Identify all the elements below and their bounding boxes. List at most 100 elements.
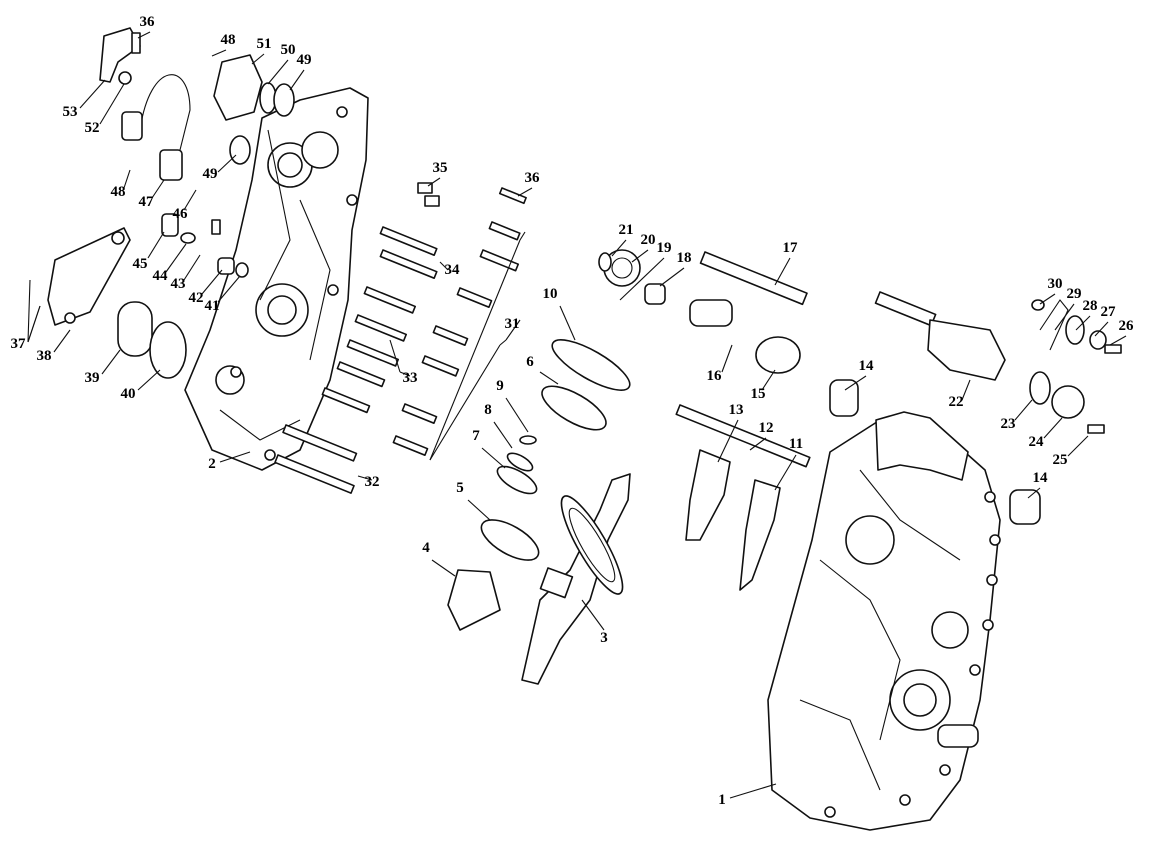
leader-line-c36a <box>517 187 533 197</box>
leader-line-c37 <box>27 279 31 343</box>
leader-line-c31 <box>499 339 507 346</box>
callout-label-c36b: 36 <box>140 14 156 30</box>
callout-label-c1: 1 <box>718 792 726 808</box>
leader-line-c47 <box>151 179 165 199</box>
sensor-and-bracket-parts <box>47 27 295 379</box>
leader-line-c7 <box>481 447 506 469</box>
leader-line-c38 <box>53 329 71 353</box>
leader-line-c1 <box>729 783 777 799</box>
callout-label-c4: 4 <box>422 540 430 556</box>
callout-label-c28: 28 <box>1083 298 1098 314</box>
callout-label-c2: 2 <box>208 456 216 472</box>
leader-line-c15 <box>761 369 776 391</box>
leader-line-c49a <box>217 154 237 173</box>
leader-line-c31 <box>505 319 521 341</box>
leader-line-c34 <box>439 261 449 271</box>
callout-label-c13: 13 <box>729 402 744 418</box>
callout-label-c30: 30 <box>1048 276 1063 292</box>
callout-label-c10: 10 <box>543 286 558 302</box>
callout-label-c22: 22 <box>949 394 964 410</box>
callout-label-c46: 46 <box>173 206 189 222</box>
shift-forks-assembly <box>598 249 1041 591</box>
leader-line-c51 <box>251 53 265 65</box>
callout-label-c35: 35 <box>433 160 448 176</box>
callout-label-c23: 23 <box>1001 416 1016 432</box>
leader-line-c24 <box>1043 417 1063 439</box>
leader-line-c12 <box>749 437 767 451</box>
leader-line-c52 <box>99 83 125 125</box>
center-shaft-assembly <box>447 339 631 685</box>
callout-label-c36a: 36 <box>525 170 541 186</box>
callout-label-c53: 53 <box>63 104 78 120</box>
callout-label-c44: 44 <box>153 268 169 284</box>
callout-label-c38: 38 <box>37 348 52 364</box>
callout-labels: 1234567891011121314141516171819202122232… <box>11 14 1135 808</box>
callout-label-c5: 5 <box>456 480 464 496</box>
leader-line-c8 <box>493 421 513 449</box>
leader-line-c5 <box>467 499 491 521</box>
callout-label-c43: 43 <box>171 276 186 292</box>
callout-label-c9: 9 <box>496 378 504 394</box>
callout-label-c8: 8 <box>484 402 492 418</box>
leader-line-c35 <box>427 177 441 187</box>
callout-label-c49a: 49 <box>203 166 218 182</box>
callout-label-c15: 15 <box>751 386 766 402</box>
leader-line-c3 <box>581 599 605 631</box>
leader-line-c32 <box>357 475 373 481</box>
callout-label-c39: 39 <box>85 370 100 386</box>
callout-label-c52: 52 <box>85 120 100 136</box>
leader-line-c45 <box>147 231 165 259</box>
leader-line-c50 <box>267 59 289 85</box>
leader-line-c33 <box>389 339 401 373</box>
leader-line-c26 <box>1109 335 1127 346</box>
shift-drum-and-lever-parts <box>874 291 1122 434</box>
callout-label-c21: 21 <box>619 222 634 238</box>
callout-label-c3: 3 <box>600 630 608 646</box>
leader-line-c21 <box>611 239 627 257</box>
callout-label-c49b: 49 <box>297 52 312 68</box>
callout-label-c7: 7 <box>472 428 480 444</box>
callout-label-c37: 37 <box>11 336 27 352</box>
leader-line-c17 <box>774 257 791 286</box>
callout-label-c6: 6 <box>526 354 534 370</box>
leader-line-c9 <box>505 397 529 433</box>
callout-label-c14b: 14 <box>1033 470 1049 486</box>
leader-line-c19 <box>619 257 665 301</box>
leader-line-c28 <box>1075 315 1091 331</box>
callout-label-c29: 29 <box>1067 286 1082 302</box>
leader-line-c30 <box>1039 293 1056 305</box>
callout-label-c25: 25 <box>1053 452 1068 468</box>
callout-label-c32: 32 <box>365 474 380 490</box>
leader-line-c6 <box>539 371 559 385</box>
callout-label-c50: 50 <box>281 42 296 58</box>
callout-label-c26: 26 <box>1119 318 1135 334</box>
leader-line-c4 <box>431 559 456 577</box>
callout-label-c17: 17 <box>783 240 799 256</box>
callout-label-c20: 20 <box>641 232 656 248</box>
leader-line-c25 <box>1067 435 1089 457</box>
leader-line-c13 <box>717 419 739 463</box>
callout-label-c19: 19 <box>657 240 672 256</box>
callout-label-c51: 51 <box>257 36 272 52</box>
leader-line-c53 <box>79 79 106 109</box>
leader-line-c14a <box>844 375 867 391</box>
callout-label-c33: 33 <box>403 370 418 386</box>
callout-label-c18: 18 <box>677 250 692 266</box>
leader-line-c48a <box>123 169 131 189</box>
callout-label-c41: 41 <box>205 298 220 314</box>
leader-line-c10 <box>559 305 576 341</box>
callout-label-c14a: 14 <box>859 358 875 374</box>
leader-line-c31 <box>429 344 501 461</box>
callout-label-c48b: 48 <box>221 32 236 48</box>
leader-line-c11 <box>774 454 797 491</box>
leader-line-c46 <box>183 189 197 211</box>
leader-lines <box>27 31 1127 799</box>
leader-line-c22 <box>961 379 971 401</box>
leader-line-c18 <box>659 267 685 287</box>
leader-line-c37 <box>27 305 41 343</box>
leader-line-c44 <box>165 243 187 273</box>
leader-line-c42 <box>201 269 223 295</box>
leader-line-c20 <box>631 249 649 263</box>
callout-label-c24: 24 <box>1029 434 1045 450</box>
